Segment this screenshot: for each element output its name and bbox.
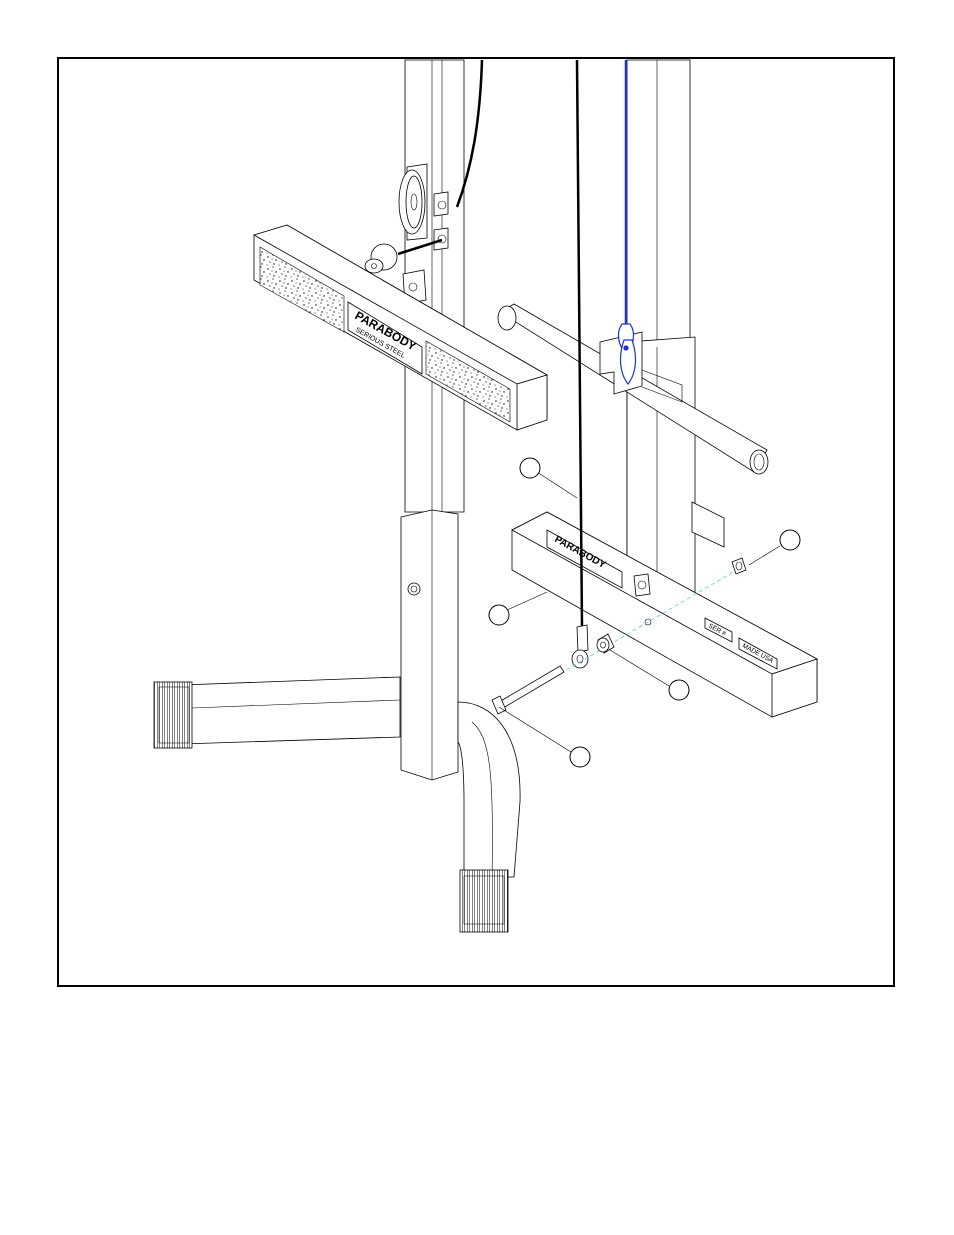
callout-3: [489, 592, 547, 625]
base-bolt: [634, 574, 650, 596]
diagram-frame: PARABODY SERIOUS STEEL PARABODY SER #: [57, 57, 895, 987]
left-upright-sleeve: [401, 510, 458, 780]
callout-1: [520, 458, 577, 498]
spacer: [597, 634, 614, 653]
long-bolt: [492, 666, 564, 714]
assembly-drawing: PARABODY SERIOUS STEEL PARABODY SER #: [59, 59, 895, 987]
cable-eye-end: [572, 625, 588, 668]
base-leg-front: [458, 702, 520, 932]
callout-2: [749, 530, 800, 565]
lock-nut: [732, 558, 746, 574]
base-leg-left: [154, 677, 400, 748]
cable-ball-stop: [365, 244, 397, 273]
